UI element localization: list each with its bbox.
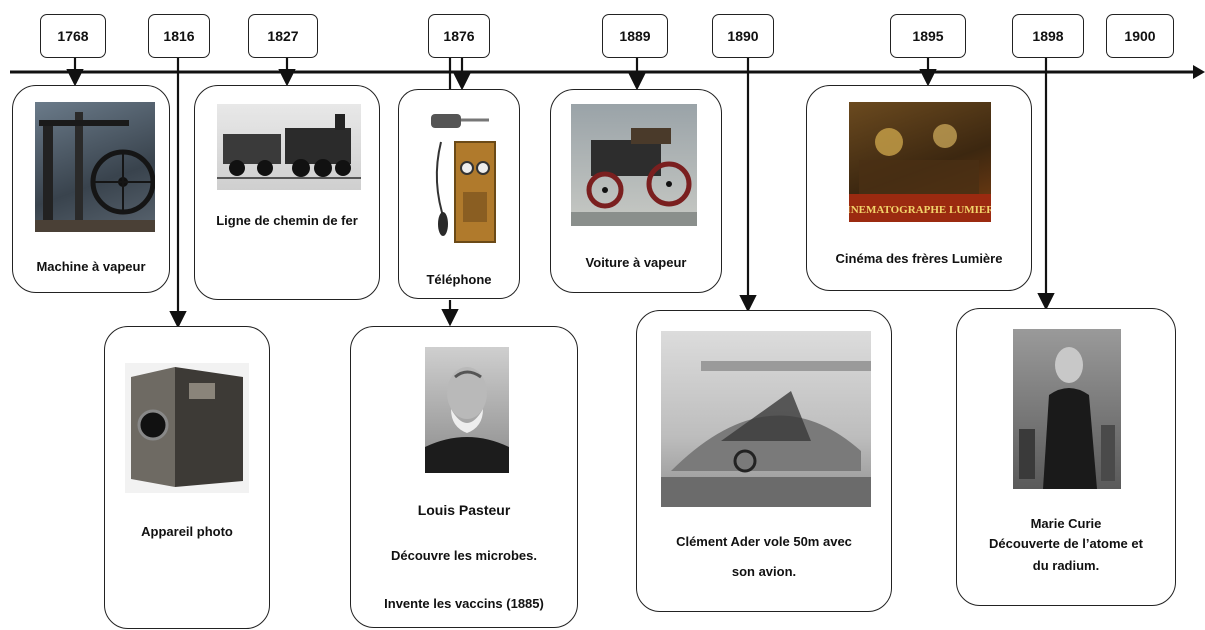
- label-machine-a-vapeur: Machine à vapeur: [36, 259, 146, 274]
- label-marie-curie: Marie Curie: [1030, 516, 1102, 531]
- card-marie-curie: Marie Curie Découverte de l’atome et du …: [956, 308, 1176, 606]
- year-1889: 1889: [602, 14, 668, 58]
- ader-avion-image: [661, 331, 871, 507]
- text-pasteur-vaccins: Invente les vaccins (1885): [384, 596, 544, 611]
- card-telephone: Téléphone: [398, 89, 520, 299]
- year-1876: 1876: [428, 14, 490, 58]
- timeline-axis-arrowhead: [1193, 65, 1205, 79]
- poster-text: CINEMATOGRAPHE LUMIERE: [849, 204, 991, 216]
- label-chemin-de-fer: Ligne de chemin de fer: [216, 213, 358, 228]
- text-pasteur-microbes: Découvre les microbes.: [391, 548, 537, 563]
- card-appareil-photo: Appareil photo: [104, 326, 270, 629]
- steam-car-image: [571, 104, 697, 226]
- year-1827: 1827: [248, 14, 318, 58]
- text-curie-radium: du radium.: [1032, 558, 1100, 573]
- year-1900: 1900: [1106, 14, 1174, 58]
- year-1816: 1816: [148, 14, 210, 58]
- card-voiture-a-vapeur: Voiture à vapeur: [550, 89, 722, 293]
- year-1898: 1898: [1012, 14, 1084, 58]
- label-voiture-a-vapeur: Voiture à vapeur: [585, 255, 687, 270]
- text-ader-line1: Clément Ader vole 50m avec: [676, 534, 852, 549]
- year-1768: 1768: [40, 14, 106, 58]
- steam-engine-image: [35, 102, 155, 232]
- marie-curie-portrait: [1013, 329, 1121, 489]
- label-louis-pasteur: Louis Pasteur: [417, 502, 511, 518]
- card-machine-a-vapeur: Machine à vapeur: [12, 85, 170, 293]
- train-image: [217, 104, 361, 190]
- telephone-image: [421, 102, 501, 252]
- text-curie-atome: Découverte de l’atome et: [989, 536, 1143, 551]
- camera-image: [125, 363, 249, 493]
- cinematographe-poster-image: CINEMATOGRAPHE LUMIERE: [849, 102, 991, 222]
- label-appareil-photo: Appareil photo: [141, 524, 233, 539]
- text-ader-line2: son avion.: [731, 564, 797, 579]
- label-cinema-lumiere: Cinéma des frères Lumière: [835, 251, 1003, 266]
- card-cinema-lumiere: CINEMATOGRAPHE LUMIERE Cinéma des frères…: [806, 85, 1032, 291]
- year-1895: 1895: [890, 14, 966, 58]
- card-louis-pasteur: Louis Pasteur Découvre les microbes. Inv…: [350, 326, 578, 628]
- label-telephone: Téléphone: [426, 272, 492, 287]
- louis-pasteur-portrait: [425, 347, 509, 473]
- card-chemin-de-fer: Ligne de chemin de fer: [194, 85, 380, 300]
- year-1890: 1890: [712, 14, 774, 58]
- card-clement-ader: Clément Ader vole 50m avec son avion.: [636, 310, 892, 612]
